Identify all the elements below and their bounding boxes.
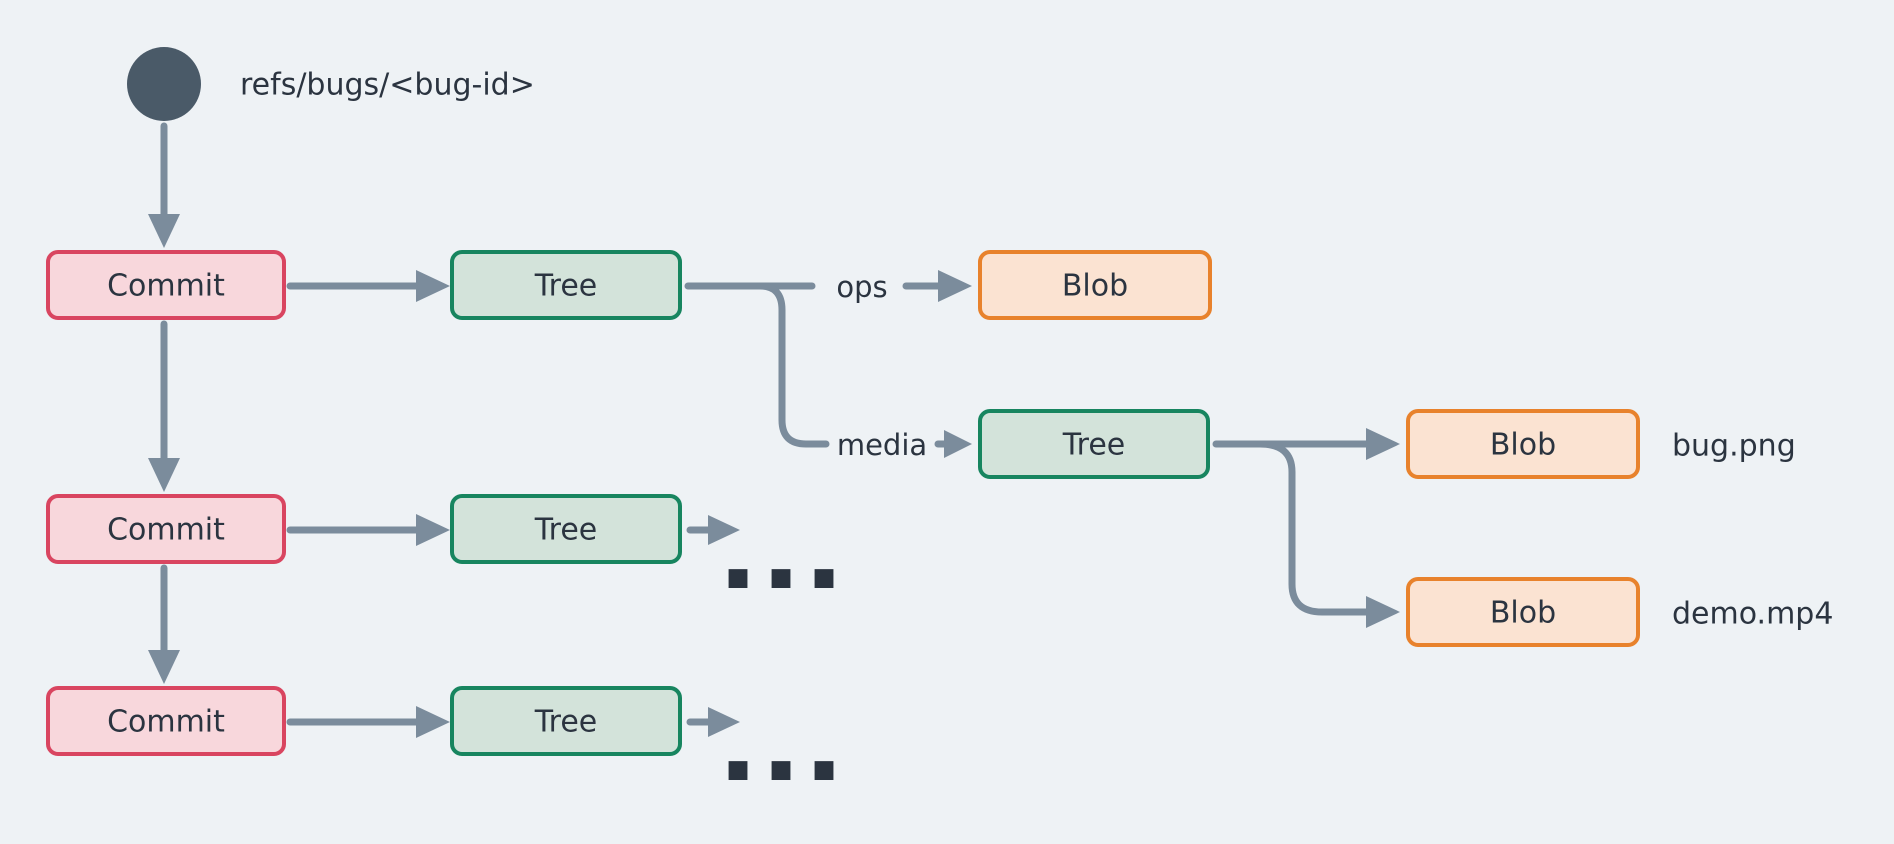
edge-tree1-branch-trunk: [684, 282, 830, 448]
edge-commit1-to-commit2: [148, 320, 180, 492]
node-commit-2[interactable]: Commit: [46, 494, 286, 564]
node-tree-3-label: Tree: [534, 705, 598, 740]
node-tree-1-label: Tree: [534, 269, 598, 304]
edge-tree3-to-more: [686, 707, 740, 737]
edge-treemedia-to-blob-bug: [1212, 428, 1400, 460]
file-label-demo-mp4: demo.mp4: [1672, 597, 1833, 632]
ref-label: refs/bugs/<bug-id>: [240, 68, 535, 103]
node-tree-3[interactable]: Tree: [450, 686, 682, 756]
edge-label-ops: ops: [836, 270, 887, 304]
node-tree-media[interactable]: Tree: [978, 409, 1210, 479]
edge-treemedia-to-blob-demo: [1256, 440, 1400, 628]
edge-media-to-tree: [934, 430, 972, 458]
edge-commit2-to-commit3: [148, 564, 180, 684]
edge-commit3-to-tree3: [286, 706, 450, 738]
edge-label-media: media: [837, 428, 927, 462]
node-commit-1-label: Commit: [107, 269, 225, 304]
ellipsis-tree-3: ▪ ▪ ▪: [725, 746, 839, 790]
node-tree-2-label: Tree: [534, 513, 598, 548]
node-tree-media-label: Tree: [1062, 428, 1126, 463]
node-blob-demo-mp4[interactable]: Blob: [1406, 577, 1640, 647]
node-blob-demo-mp4-label: Blob: [1490, 596, 1556, 631]
node-blob-ops[interactable]: Blob: [978, 250, 1212, 320]
edge-commit2-to-tree2: [286, 514, 450, 546]
file-label-bug-png: bug.png: [1672, 429, 1796, 464]
node-tree-1[interactable]: Tree: [450, 250, 682, 320]
edge-tree2-to-more: [686, 515, 740, 545]
node-tree-2[interactable]: Tree: [450, 494, 682, 564]
edge-commit1-to-tree1: [286, 270, 450, 302]
node-commit-1[interactable]: Commit: [46, 250, 286, 320]
ref-root-dot: [127, 47, 201, 121]
node-commit-3[interactable]: Commit: [46, 686, 286, 756]
edge-ops-to-blob: [902, 270, 972, 302]
node-blob-bug-png[interactable]: Blob: [1406, 409, 1640, 479]
node-commit-2-label: Commit: [107, 513, 225, 548]
node-commit-3-label: Commit: [107, 705, 225, 740]
node-blob-ops-label: Blob: [1062, 269, 1128, 304]
edge-ref-to-commit1: [148, 122, 180, 248]
node-blob-bug-png-label: Blob: [1490, 428, 1556, 463]
ellipsis-tree-2: ▪ ▪ ▪: [725, 554, 839, 598]
